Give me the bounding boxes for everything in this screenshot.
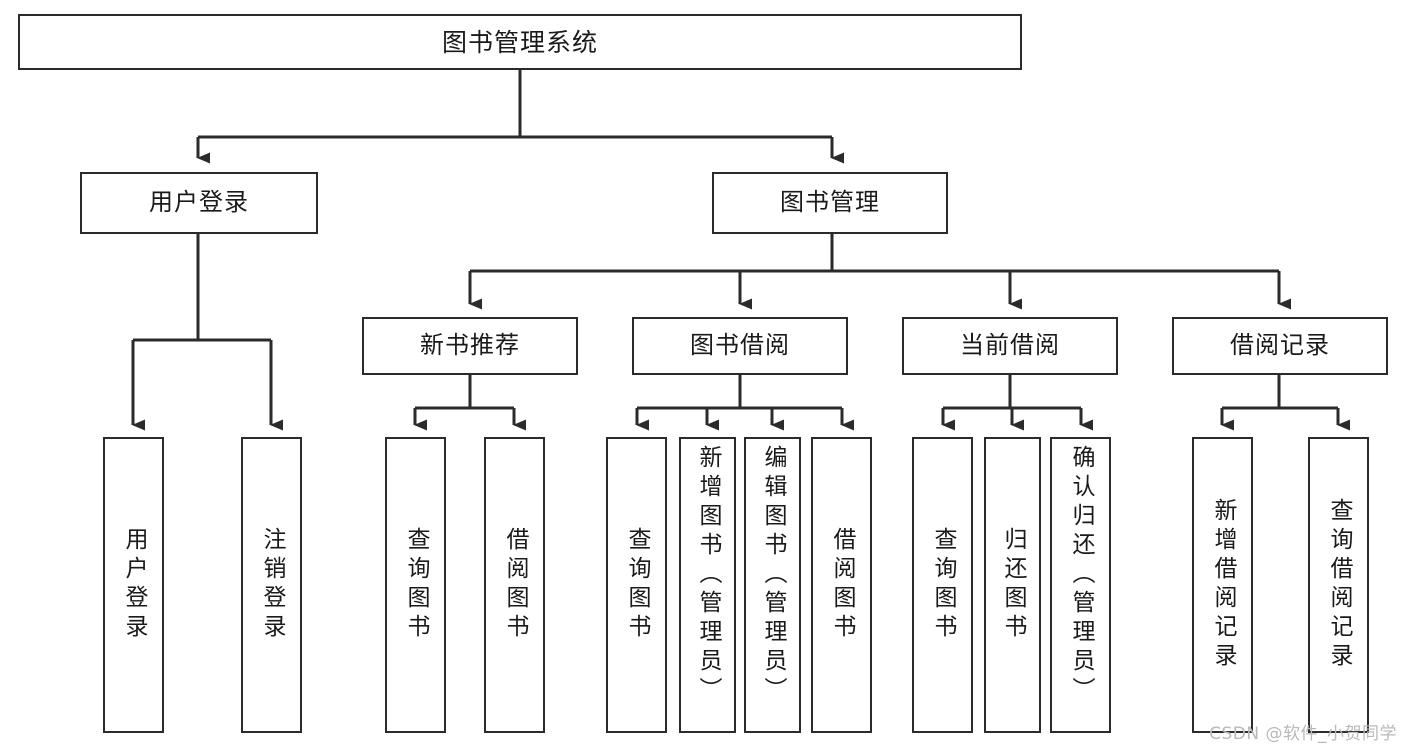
leaf-return-books[interactable]: 归还图书 — [984, 437, 1041, 733]
leaf-query-books-borrowing[interactable]: 查询图书 — [606, 437, 667, 733]
leaf-confirm-return-admin[interactable]: 确认归还（管理员） — [1050, 437, 1111, 733]
node-new-book-recommendation[interactable]: 新书推荐 — [362, 317, 578, 375]
node-label: 查询图书 — [403, 527, 429, 643]
node-borrowing-record[interactable]: 借阅记录 — [1172, 317, 1388, 375]
node-book-borrowing[interactable]: 图书借阅 — [632, 317, 848, 375]
leaf-query-borrow-record[interactable]: 查询借阅记录 — [1308, 437, 1369, 733]
node-user-login[interactable]: 用户登录 — [80, 172, 318, 234]
leaf-logout-login[interactable]: 注销登录 — [241, 437, 302, 733]
node-label: 借阅图书 — [829, 527, 855, 643]
node-label: 图书借阅 — [690, 331, 790, 360]
node-label: 图书管理系统 — [441, 27, 598, 57]
leaf-query-books-current[interactable]: 查询图书 — [912, 437, 973, 733]
node-book-management[interactable]: 图书管理 — [712, 172, 948, 234]
leaf-borrow-books-borrowing[interactable]: 借阅图书 — [811, 437, 872, 733]
node-label: 用户登录 — [149, 188, 249, 217]
node-label: 当前借阅 — [960, 331, 1060, 360]
node-label: 借阅图书 — [502, 527, 528, 643]
watermark-text: CSDN @软件_小贺同学 — [1209, 724, 1397, 744]
node-label: 确认归还（管理员） — [1068, 445, 1094, 706]
node-label: 归还图书 — [1000, 527, 1026, 643]
node-label: 查询图书 — [624, 527, 650, 643]
node-label: 查询借阅记录 — [1326, 498, 1352, 672]
node-label: 用户登录 — [121, 527, 147, 643]
leaf-borrow-books-new-recommendation[interactable]: 借阅图书 — [484, 437, 545, 733]
leaf-edit-book-admin[interactable]: 编辑图书（管理员） — [744, 437, 801, 733]
node-label: 注销登录 — [259, 527, 285, 643]
node-label: 查询图书 — [930, 527, 956, 643]
leaf-query-books-new-recommendation[interactable]: 查询图书 — [385, 437, 446, 733]
node-label: 借阅记录 — [1230, 331, 1330, 360]
node-root-book-management-system[interactable]: 图书管理系统 — [18, 14, 1022, 70]
leaf-add-book-admin[interactable]: 新增图书（管理员） — [679, 437, 736, 733]
node-label: 图书管理 — [780, 188, 880, 217]
leaf-add-borrow-record[interactable]: 新增借阅记录 — [1192, 437, 1253, 733]
node-label: 新增图书（管理员） — [695, 445, 721, 706]
leaf-user-login[interactable]: 用户登录 — [103, 437, 164, 733]
node-label: 编辑图书（管理员） — [760, 445, 786, 706]
node-label: 新书推荐 — [420, 331, 520, 360]
node-current-borrowing[interactable]: 当前借阅 — [902, 317, 1118, 375]
node-label: 新增借阅记录 — [1210, 498, 1236, 672]
